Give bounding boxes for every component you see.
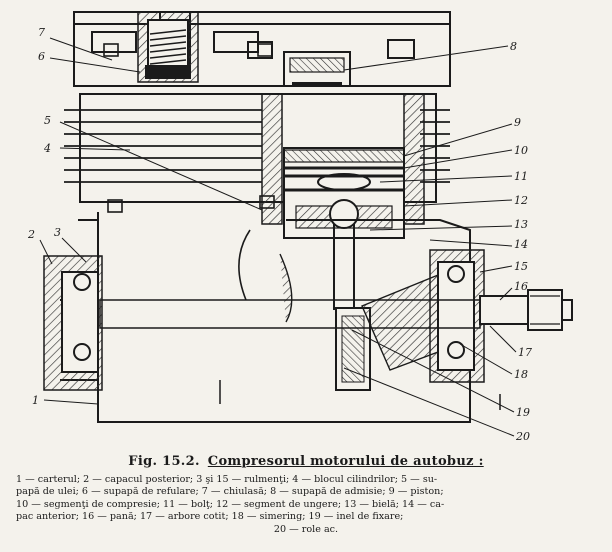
callout-2: 2	[27, 228, 35, 241]
callout-6: 6	[38, 50, 45, 63]
callout-17: 17	[518, 346, 532, 359]
intake-valve	[283, 51, 351, 87]
callout-15: 15	[514, 260, 528, 273]
callout-4: 4	[43, 142, 51, 155]
figure-caption: Fig. 15.2. Compresorul motorului de autob…	[0, 454, 612, 469]
callout-labels: 1 2 3 4 5 6 7 8 9 10 11 12 13 14 15 16 1…	[27, 26, 532, 443]
legend-line: 10 — segmenţi de compresie; 11 — bolţ; 1…	[16, 498, 445, 510]
callout-3: 3	[54, 226, 61, 239]
callout-18: 18	[514, 368, 528, 381]
callout-16: 16	[514, 280, 528, 293]
discharge-valve	[137, 11, 199, 83]
callout-1: 1	[32, 394, 39, 407]
figure-number: Fig. 15.2.	[128, 454, 200, 469]
leader-lines	[39, 37, 517, 437]
callout-19: 19	[516, 406, 530, 419]
figure-legend: 1 — carterul; 2 — capacul posterior; 3 ş…	[16, 474, 596, 536]
rear-bearing	[43, 255, 103, 391]
legend-line: papă de ulei; 6 — supapă de refulare; 7 …	[16, 486, 444, 498]
compressor-drawing: 1 2 3 4 5 6 7 8 9 10 11 12 13 14 15 16 1…	[27, 11, 573, 443]
callout-7: 7	[38, 26, 45, 39]
legend-line: 1 — carterul; 2 — capacul posterior; 3 ş…	[16, 474, 438, 485]
callout-13: 13	[514, 218, 528, 231]
legend-line: 20 — role ac.	[273, 523, 339, 535]
callout-14: 14	[514, 238, 528, 251]
callout-5: 5	[44, 114, 51, 127]
callout-8: 8	[510, 40, 517, 53]
cylinder-head	[73, 11, 451, 87]
head-bolts	[103, 43, 275, 213]
piston	[283, 147, 405, 239]
crankshaft	[99, 289, 573, 331]
legend-line: pac anterior; 16 — pană; 17 — arbore cot…	[16, 511, 404, 523]
callout-11: 11	[514, 170, 528, 183]
callout-12: 12	[514, 194, 528, 207]
callout-10: 10	[514, 144, 528, 157]
front-bearing	[429, 249, 485, 383]
callout-9: 9	[514, 116, 521, 129]
callout-20: 20	[515, 430, 530, 443]
figure-title: Compresorul motorului de autobuz :	[207, 454, 484, 469]
